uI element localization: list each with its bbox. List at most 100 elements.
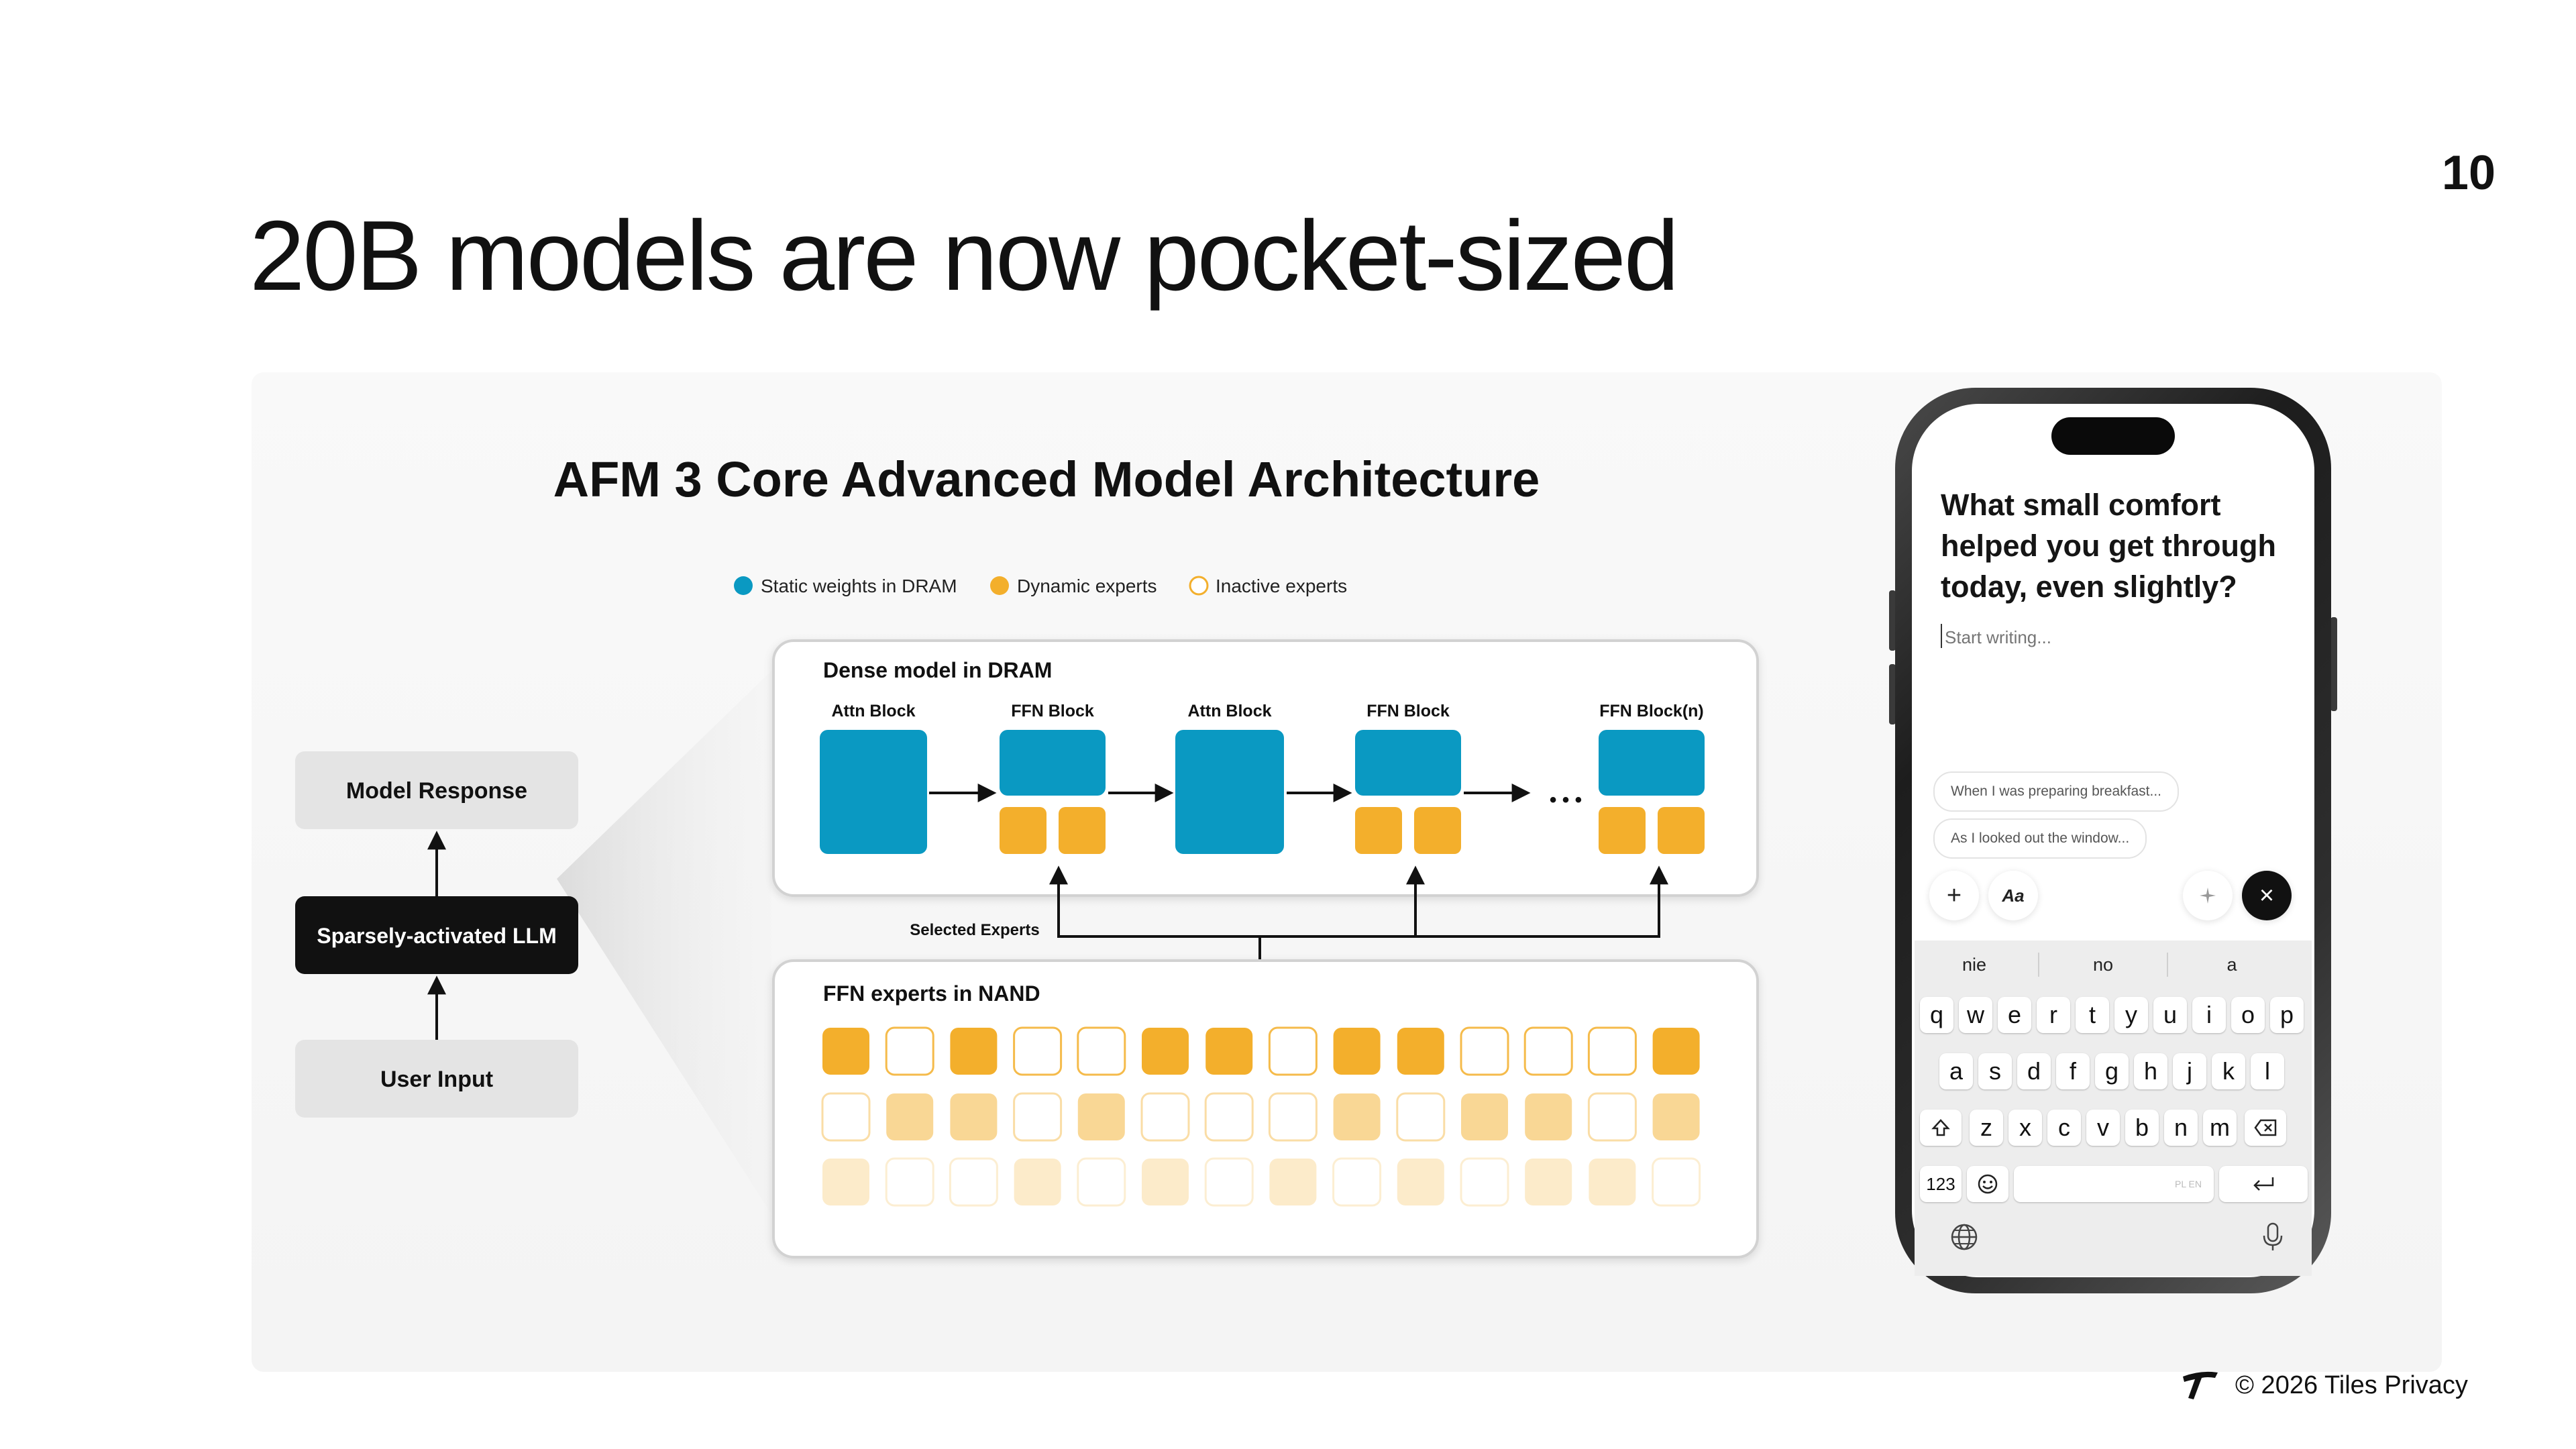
key-z[interactable]: z [1970,1110,2003,1146]
sparkle-icon [2200,888,2216,904]
journal-input[interactable] [1941,624,2294,651]
suggestion-word[interactable]: nie [1962,954,1987,975]
shift-icon [1931,1119,1950,1136]
expert-cell-inactive [1523,1026,1573,1076]
key-o[interactable]: o [2231,997,2265,1033]
dense-model-title: Dense model in DRAM [823,658,1052,682]
key-k[interactable]: k [2212,1053,2245,1089]
suggestion-chip-breakfast[interactable]: When I was preparing breakfast... [1933,771,2179,812]
key-r[interactable]: r [2037,997,2070,1033]
expert-cell-active [1461,1093,1508,1140]
expert-cell-active [1333,1028,1381,1075]
diagram-title: AFM 3 Core Advanced Model Architecture [553,451,1540,507]
expert-cell-inactive [1268,1092,1318,1142]
key-y[interactable]: y [2114,997,2148,1033]
key-j[interactable]: j [2173,1053,2206,1089]
emoji-icon [1978,1174,1998,1194]
key-h[interactable]: h [2134,1053,2167,1089]
microphone-icon[interactable] [2259,1221,2286,1253]
emoji-key[interactable] [1967,1166,2008,1202]
expert-cell-inactive [1460,1157,1509,1207]
dense-block-label: FFN Block [1366,702,1450,720]
shift-key[interactable] [1920,1110,1962,1146]
expert-grid [821,1026,1701,1207]
globe-icon[interactable] [1949,1222,1979,1252]
backspace-key[interactable] [2245,1110,2286,1146]
model-response-label: Model Response [346,778,527,804]
nand-title: FFN experts in NAND [823,981,1040,1006]
key-c[interactable]: c [2047,1110,2081,1146]
expert-cell-inactive [821,1092,871,1142]
key-i[interactable]: i [2192,997,2226,1033]
ffn-block [1599,730,1705,796]
key-e[interactable]: e [1998,997,2031,1033]
ffn-expert-slot [1059,807,1106,854]
left-flow: Model Response Sparsely-activated LLM Us… [295,751,578,1118]
key-b[interactable]: b [2125,1110,2159,1146]
format-button[interactable]: Aa [1988,871,2038,920]
chip-label: As I looked out the window... [1951,830,2130,846]
expert-cell-inactive [885,1157,934,1207]
suggestion-word[interactable]: no [2092,954,2114,975]
user-input-box [295,1040,578,1118]
journal-prompt: What small comfort helped you get throug… [1941,488,2276,604]
sparkle-button[interactable] [2183,871,2233,920]
key-l[interactable]: l [2251,1053,2284,1089]
model-response-box [295,751,578,829]
expert-cell-inactive [885,1026,934,1076]
footer-copyright: © 2026 Tiles Privacy [2235,1371,2468,1399]
ffn-expert-slot [1658,807,1705,854]
legend-static-swatch [734,576,753,595]
key-v[interactable]: v [2086,1110,2120,1146]
key-f[interactable]: f [2056,1053,2090,1089]
expert-cell-inactive [1013,1026,1063,1076]
dense-block-label: Attn Block [1188,702,1272,720]
expert-cell-active [950,1093,998,1140]
suggestion-divider [2038,953,2039,977]
key-q[interactable]: q [1920,997,1953,1033]
numbers-key[interactable]: 123 [1920,1166,1962,1202]
expert-cell-inactive [1587,1092,1637,1142]
dense-block-label: Attn Block [832,702,916,720]
tiles-logo-icon [2183,1371,2218,1399]
key-a[interactable]: a [1939,1053,1973,1089]
page-number: 10 [2441,146,2496,200]
ffn-block [1355,730,1461,796]
expert-cell-active [1077,1093,1125,1140]
expert-cell-inactive [1204,1157,1254,1207]
ffn-block [1000,730,1106,796]
user-input-label: User Input [380,1067,493,1092]
selected-experts-label: Selected Experts [910,921,1039,939]
close-button[interactable]: × [2242,871,2292,920]
expert-cell-inactive [1268,1026,1318,1076]
expert-cell-active [1652,1093,1700,1140]
close-icon: × [2259,881,2275,910]
key-x[interactable]: x [2008,1110,2042,1146]
key-w[interactable]: w [1959,997,1992,1033]
expert-cell-active [1397,1159,1444,1205]
key-u[interactable]: u [2153,997,2187,1033]
suggestion-divider [2167,953,2168,977]
suggestion-bar: nie no a [1924,953,2282,977]
key-p[interactable]: p [2270,997,2304,1033]
key-m[interactable]: m [2203,1110,2237,1146]
expert-cell-active [1205,1028,1253,1075]
space-key[interactable]: PL EN [2014,1166,2214,1202]
expert-cell-active [950,1028,998,1075]
suggestion-chip-window[interactable]: As I looked out the window... [1933,818,2147,859]
key-s[interactable]: s [1978,1053,2012,1089]
key-g[interactable]: g [2095,1053,2129,1089]
legend-static-label: Static weights in DRAM [761,576,957,596]
expert-cell-active [1333,1093,1381,1140]
key-t[interactable]: t [2076,997,2109,1033]
return-key[interactable] [2219,1166,2308,1202]
add-button[interactable]: + [1929,871,1979,920]
expert-cell-active [1142,1159,1189,1205]
suggestion-word[interactable]: a [2226,954,2237,975]
legend-dynamic-swatch [990,576,1009,595]
expert-cell-inactive [1587,1026,1637,1076]
key-d[interactable]: d [2017,1053,2051,1089]
key-n[interactable]: n [2164,1110,2198,1146]
